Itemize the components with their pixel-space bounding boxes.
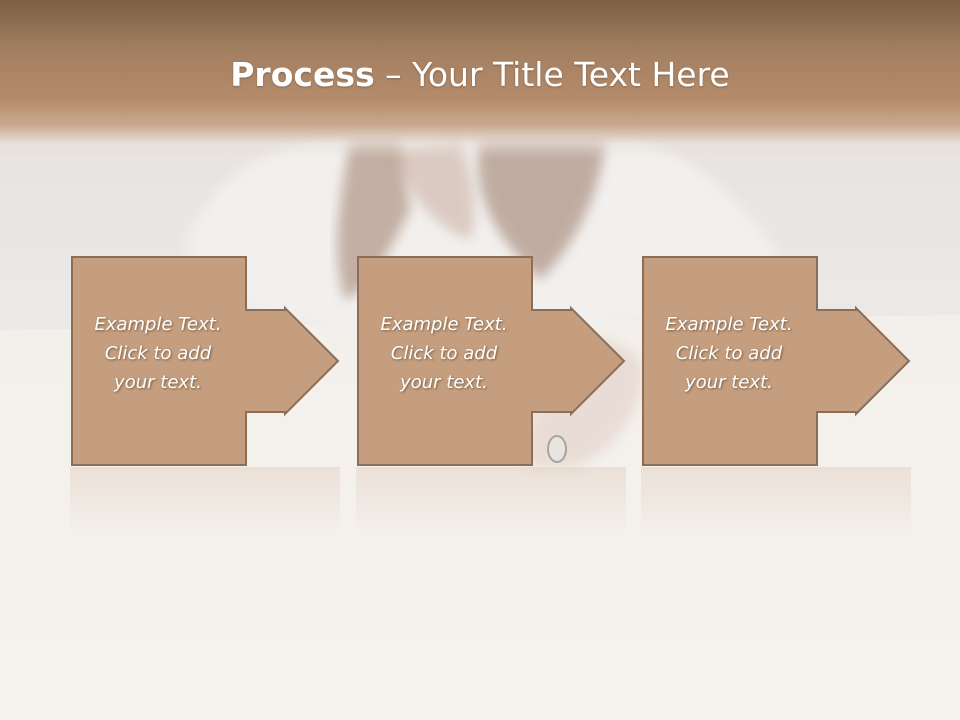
process-step-2[interactable]: Example Text. Click to add your text.	[356, 255, 626, 467]
process-step-1[interactable]: Example Text. Click to add your text.	[70, 255, 340, 467]
right-arrow-icon	[71, 256, 340, 466]
step-line-3: your text.	[685, 372, 773, 393]
step-line-2: Click to add	[675, 343, 783, 364]
right-arrow-icon	[642, 256, 911, 466]
title-rest: – Your Title Text Here	[374, 55, 730, 94]
step-line-1: Example Text.	[94, 314, 222, 335]
step-line-1: Example Text.	[665, 314, 793, 335]
step-line-3: your text.	[400, 372, 488, 393]
step-reflection	[356, 467, 626, 539]
title-bold: Process	[230, 55, 375, 94]
step-line-1: Example Text.	[380, 314, 508, 335]
title-band	[0, 0, 960, 160]
step-line-2: Click to add	[390, 343, 498, 364]
step-line-2: Click to add	[104, 343, 212, 364]
right-arrow-icon	[357, 256, 626, 466]
slide-title[interactable]: Process – Your Title Text Here	[0, 52, 960, 98]
step-line-3: your text.	[114, 372, 202, 393]
step-text: Example Text. Click to add your text.	[643, 310, 815, 397]
step-reflection	[70, 467, 340, 539]
process-step-3[interactable]: Example Text. Click to add your text.	[641, 255, 911, 467]
step-text: Example Text. Click to add your text.	[358, 310, 530, 397]
step-reflection	[641, 467, 911, 539]
step-text: Example Text. Click to add your text.	[72, 310, 244, 397]
